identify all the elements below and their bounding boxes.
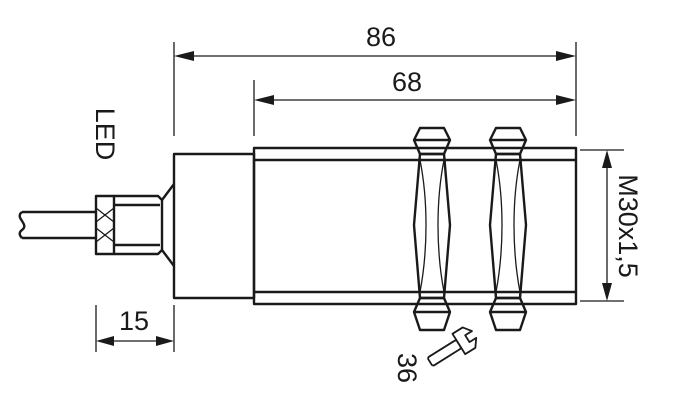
- dimension-68: 68: [254, 67, 576, 105]
- extension-lines: [95, 42, 624, 352]
- cable: [18, 210, 96, 240]
- dim-label-86: 86: [366, 22, 396, 52]
- dimension-86: 86: [174, 22, 576, 61]
- mounting-nut-1: [412, 126, 452, 332]
- arrowhead-left: [254, 95, 274, 105]
- threaded-body: [252, 146, 578, 306]
- wrench-size-label: 36: [392, 353, 422, 383]
- led-label: LED: [90, 108, 120, 161]
- arrowhead-right: [556, 95, 576, 105]
- rear-housing: [172, 152, 256, 300]
- arrowhead-right: [156, 336, 174, 346]
- arrowhead-bottom: [602, 283, 612, 301]
- cable-break: [18, 211, 26, 239]
- arrowhead-left: [174, 51, 194, 61]
- cable-gland: [94, 183, 175, 267]
- arrowhead-left: [96, 336, 114, 346]
- arrowhead-top: [602, 150, 612, 168]
- dim-label-68: 68: [392, 67, 422, 97]
- dimension-thread: M30x1,5: [602, 150, 643, 301]
- arrowhead-right: [556, 51, 576, 61]
- dimension-15: 15: [96, 306, 174, 346]
- mounting-nut-2: [488, 126, 528, 332]
- dim-label-thread: M30x1,5: [613, 174, 643, 278]
- wrench-icon: [427, 326, 478, 367]
- dim-label-15: 15: [119, 306, 149, 336]
